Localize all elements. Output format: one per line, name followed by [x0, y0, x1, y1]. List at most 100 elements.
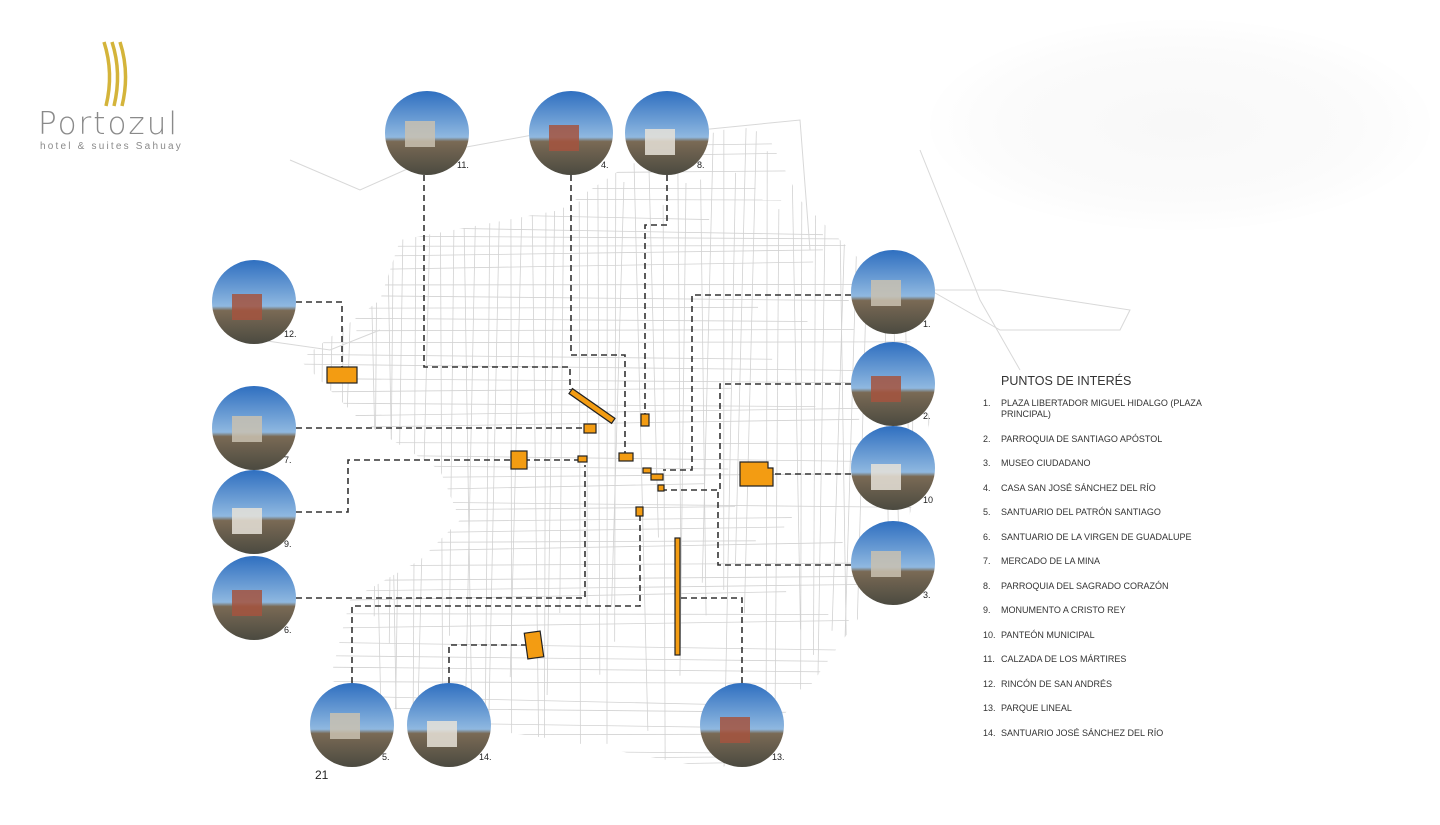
street — [927, 137, 930, 736]
legend-item-label: MONUMENTO A CRISTO REY — [1001, 605, 1126, 615]
legend-item-number: 11. — [983, 654, 995, 664]
legend-item-label: PARQUE LINEAL — [1001, 703, 1072, 713]
street — [341, 153, 356, 560]
legend-item-label: RINCÓN DE SAN ANDRÉS — [1001, 678, 1113, 689]
street — [388, 173, 395, 644]
photo-label: 8. — [697, 160, 705, 170]
legend-item-number: 9. — [983, 605, 991, 615]
photo-label: 5. — [382, 752, 390, 762]
street — [510, 202, 513, 770]
street — [559, 125, 565, 614]
street — [816, 198, 826, 770]
legend-item-number: 14. — [983, 727, 996, 738]
street — [509, 181, 523, 678]
photo-building — [330, 713, 360, 739]
photo-label: 4. — [601, 160, 609, 170]
photo-building — [720, 717, 750, 743]
street — [463, 212, 474, 767]
logo-waves-icon — [102, 41, 128, 107]
street — [316, 655, 930, 664]
street — [578, 201, 581, 756]
legend-item-label: MUSEO CIUDADANO — [1001, 458, 1091, 468]
photo-building — [645, 129, 675, 155]
street — [340, 168, 345, 632]
legend-item-label: PARROQUIA DE SANTIAGO APÓSTOL — [1001, 433, 1163, 444]
page-number: 21 — [315, 768, 329, 782]
photo-label: 1. — [923, 319, 931, 329]
marker-14 — [523, 630, 545, 660]
marker-8 — [640, 413, 650, 427]
street — [300, 244, 930, 247]
legend-item: 5.SANTUARIO DEL PATRÓN SANTIAGO — [983, 507, 1203, 518]
background-shape — [930, 20, 1430, 230]
street — [854, 164, 871, 702]
legend-item: 6. SANTUARIO DE LA VIRGEN DE GUADALUPE — [983, 532, 1203, 543]
legend-item-number: 8. — [983, 580, 991, 591]
marker-7 — [510, 450, 528, 470]
street — [439, 133, 444, 715]
street — [329, 540, 756, 544]
photo-building — [232, 508, 262, 534]
legend-item-number: 6. — [983, 531, 991, 542]
street — [662, 204, 666, 770]
legend-item-label: SANTUARIO DEL PATRÓN SANTIAGO — [1001, 507, 1161, 517]
street — [465, 147, 478, 694]
street — [774, 209, 780, 770]
legend-item: 7.MERCADO DE LA MINA — [983, 556, 1203, 567]
poi-photos — [212, 91, 935, 767]
street — [300, 225, 823, 236]
street — [333, 198, 782, 201]
photo-label: 9. — [284, 539, 292, 549]
street — [611, 181, 625, 607]
photo-building — [871, 551, 901, 577]
marker-5 — [635, 506, 644, 517]
street — [300, 591, 787, 602]
photo-label: 14. — [479, 752, 492, 762]
legend-title: PUNTOS DE INTERÉS — [1001, 374, 1132, 388]
legend-item-label: SANTUARIO DE LA VIRGEN DE GUADALUPE — [1001, 531, 1192, 542]
street — [322, 620, 849, 629]
legend-item-label: CALZADA DE LOS MÁRTIRES — [1001, 654, 1127, 664]
street — [765, 151, 768, 756]
street — [323, 249, 823, 258]
street — [843, 192, 859, 673]
marker-c — [577, 455, 588, 463]
street — [323, 681, 930, 685]
marker-1 — [642, 467, 652, 474]
street — [679, 183, 687, 676]
legend-item-label: PARROQUIA DEL SAGRADO CORAZÓN — [1001, 580, 1169, 591]
photo-label: 2. — [923, 411, 931, 421]
legend-item: 3.MUSEO CIUDADANO — [983, 458, 1203, 469]
street — [395, 193, 404, 717]
legend-item-label: SANTUARIO JOSÉ SÁNCHEZ DEL RÍO — [1001, 727, 1164, 738]
street — [744, 131, 757, 614]
photo-building — [232, 416, 262, 442]
legend-item: 14. SANTUARIO JOSÉ SÁNCHEZ DEL RÍO — [983, 728, 1203, 739]
marker-2 — [650, 473, 664, 481]
street — [315, 613, 829, 615]
street — [449, 147, 456, 636]
street — [300, 755, 855, 761]
legend-item: 2. PARROQUIA DE SANTIAGO APÓSTOL — [983, 434, 1203, 445]
street — [791, 166, 801, 630]
street — [318, 542, 843, 553]
street — [735, 128, 747, 565]
legend-item-number: 13. — [983, 703, 996, 713]
street — [614, 120, 617, 642]
photo-building — [871, 280, 901, 306]
street — [332, 642, 883, 652]
photo-label: 10 — [923, 495, 934, 505]
street — [316, 562, 930, 567]
street — [301, 353, 773, 360]
street — [300, 517, 792, 524]
street — [300, 402, 816, 408]
photo-building — [871, 464, 901, 490]
legend-item-number: 2. — [983, 433, 991, 444]
street — [677, 121, 682, 600]
photo-label: 3. — [923, 590, 931, 600]
street — [800, 181, 803, 690]
marker-4 — [618, 452, 634, 462]
street — [322, 209, 336, 752]
street — [300, 483, 705, 493]
photo-building — [427, 721, 457, 747]
